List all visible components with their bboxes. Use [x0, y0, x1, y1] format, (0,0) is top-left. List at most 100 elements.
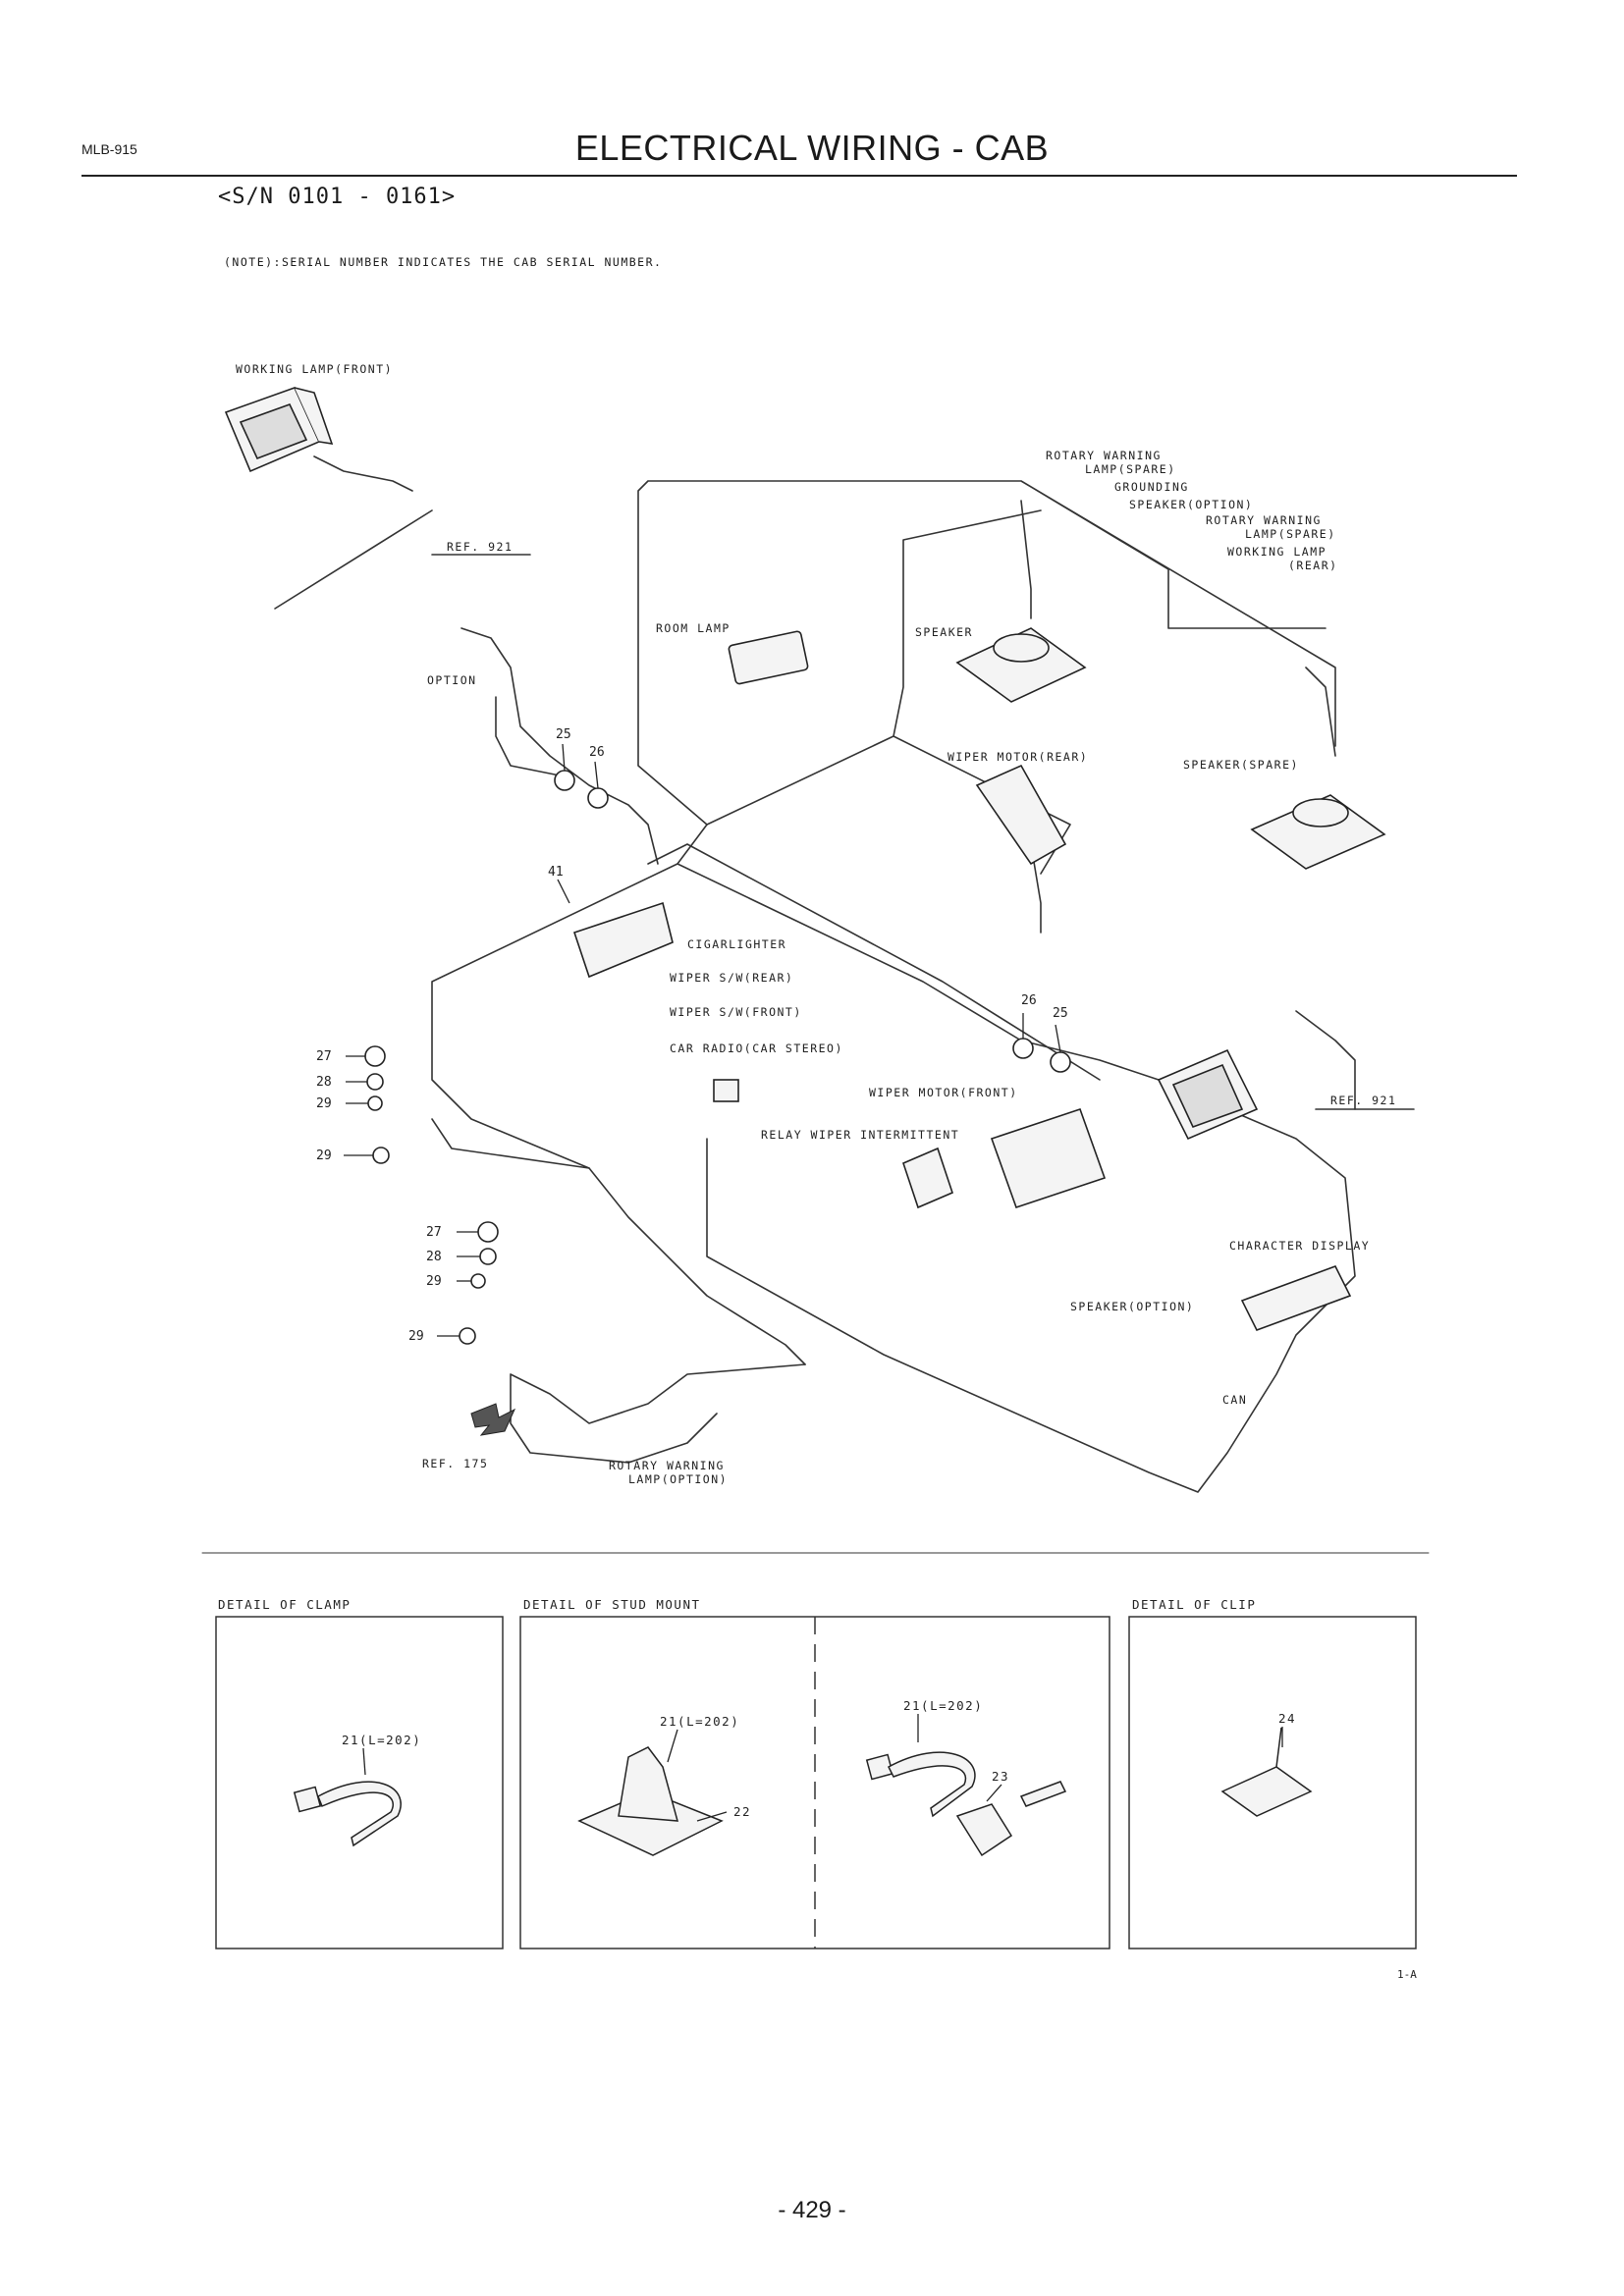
detail-stud-title: DETAIL OF STUD MOUNT [523, 1597, 701, 1612]
part-27a: 27 [316, 1049, 332, 1064]
leader-25a [562, 743, 566, 772]
label-ref-921-top: REF. 921 [447, 540, 513, 554]
clamp-icon [293, 1781, 402, 1847]
label-car-radio: CAR RADIO(CAR STEREO) [670, 1041, 843, 1055]
leader-clamp [362, 1747, 366, 1776]
serial-note: (NOTE):SERIAL NUMBER INDICATES THE CAB S… [224, 255, 663, 269]
working-lamp-rear-icon [1157, 1048, 1259, 1141]
label-wiper-motor-front: WIPER MOTOR(FRONT) [869, 1086, 1018, 1099]
harness-outer-loop [637, 480, 1336, 826]
wiper-motor-front-icon [990, 1107, 1107, 1209]
detail-clip-title: DETAIL OF CLIP [1132, 1597, 1256, 1612]
part-26b: 26 [1021, 993, 1037, 1008]
leader-stud-22 [696, 1811, 728, 1822]
label-rotary-warning-spare2-2: LAMP(SPARE) [1245, 527, 1336, 541]
part-29a: 29 [316, 1096, 332, 1111]
option-lead [460, 627, 659, 865]
washer-29d-icon [459, 1327, 476, 1345]
label-can: CAN [1222, 1393, 1247, 1407]
label-rotary-warning-spare2-1: ROTARY WARNING [1206, 513, 1322, 527]
label-ref-921-right: REF. 921 [1330, 1094, 1396, 1107]
wiper-motor-rear-icon [975, 764, 1067, 866]
label-cigarlighter: CIGARLIGHTER [687, 937, 786, 951]
label-working-lamp-front: WORKING LAMP(FRONT) [236, 362, 393, 376]
harness-bottom-branch [510, 1363, 806, 1464]
option-branch [495, 696, 561, 776]
detail-clip-box [1128, 1616, 1417, 1949]
label-ref-175: REF. 175 [422, 1457, 488, 1470]
car-radio-icon [713, 1079, 739, 1102]
page-number: - 429 - [778, 2197, 846, 2223]
label-wiper-motor-rear: WIPER MOTOR(REAR) [947, 750, 1088, 764]
leader-41 [557, 879, 570, 904]
working-lamp-front-icon [224, 386, 334, 473]
detail-stud-part-a: 21(L=202) [660, 1714, 739, 1729]
working-lamp-front-lead [313, 455, 413, 492]
working-lamp-rear-lead [1295, 1010, 1356, 1110]
washer-29c-icon [470, 1273, 486, 1289]
label-rotary-warning-spare-1: ROTARY WARNING [1046, 449, 1162, 462]
part-29c: 29 [426, 1274, 442, 1289]
washer-28a-icon [366, 1073, 384, 1091]
wiper-rear-lead [1030, 843, 1042, 934]
label-grounding: GROUNDING [1114, 480, 1189, 494]
harness-right-run [706, 509, 1071, 875]
serial-range: <S/N 0101 - 0161> [218, 185, 457, 209]
switch-panel-icon [572, 901, 674, 979]
bracket-23-icon [955, 1781, 1067, 1857]
label-working-lamp-rear-1: WORKING LAMP [1227, 545, 1326, 559]
page-code: MLB-915 [81, 141, 137, 157]
label-rotary-warning-option-2: LAMP(OPTION) [628, 1472, 728, 1486]
label-speaker-option-top: SPEAKER(OPTION) [1129, 498, 1253, 511]
speaker-lead [1020, 500, 1032, 619]
detail-clip-part: 24 [1278, 1711, 1296, 1726]
speaker-spare-lead [1305, 667, 1336, 757]
clip-24-icon [1220, 1727, 1313, 1817]
harness-left-run [431, 824, 806, 1365]
grommet-25a-icon [554, 770, 575, 791]
part-28a: 28 [316, 1075, 332, 1090]
harness-lower-loop [431, 843, 1101, 1169]
hardware-group [364, 770, 1071, 1345]
leader-stud-23 [986, 1784, 1002, 1802]
detail-stud-part-b: 21(L=202) [903, 1698, 983, 1713]
washer-29a-icon [367, 1095, 383, 1111]
ref921-top-line [274, 509, 433, 610]
detail-stud-part-22: 22 [733, 1804, 751, 1819]
stud-clamp-icon [865, 1751, 976, 1818]
label-relay-wiper: RELAY WIPER INTERMITTENT [761, 1128, 959, 1142]
label-character-display: CHARACTER DISPLAY [1229, 1239, 1370, 1253]
page-title: ELECTRICAL WIRING - CAB [574, 128, 1050, 168]
leader-26a [594, 761, 599, 789]
label-rotary-warning-option-1: ROTARY WARNING [609, 1459, 725, 1472]
detail-clamp-title: DETAIL OF CLAMP [218, 1597, 351, 1612]
character-display-icon [1240, 1265, 1352, 1331]
label-option: OPTION [427, 673, 477, 687]
part-28b: 28 [426, 1250, 442, 1264]
stud-mount-icon [577, 1746, 724, 1856]
label-working-lamp-rear-2: (REAR) [1288, 559, 1338, 572]
label-room-lamp: ROOM LAMP [656, 621, 731, 635]
header-rule [81, 175, 1517, 177]
leader-stud-a [667, 1729, 678, 1763]
part-26a: 26 [589, 745, 605, 760]
nut-27b-icon [477, 1221, 499, 1243]
washer-28b-icon [479, 1248, 497, 1265]
label-wiper-sw-front: WIPER S/W(FRONT) [670, 1005, 802, 1019]
detail-clamp-box [215, 1616, 504, 1949]
speaker-icon [955, 627, 1087, 703]
part-25a: 25 [556, 727, 571, 742]
part-41: 41 [548, 865, 564, 880]
label-rotary-warning-spare-2: LAMP(SPARE) [1085, 462, 1176, 476]
label-speaker: SPEAKER [915, 625, 973, 639]
speaker-spare-icon [1250, 794, 1386, 870]
part-29b: 29 [316, 1148, 332, 1163]
ref-175-arrow-icon [470, 1403, 516, 1436]
grommet-26b-icon [1012, 1038, 1034, 1059]
grommet-25b-icon [1050, 1051, 1071, 1073]
grommet-26a-icon [587, 787, 609, 809]
relay-wiper-icon [902, 1147, 953, 1209]
label-speaker-spare: SPEAKER(SPARE) [1183, 758, 1299, 772]
label-wiper-sw-rear: WIPER S/W(REAR) [670, 971, 793, 985]
